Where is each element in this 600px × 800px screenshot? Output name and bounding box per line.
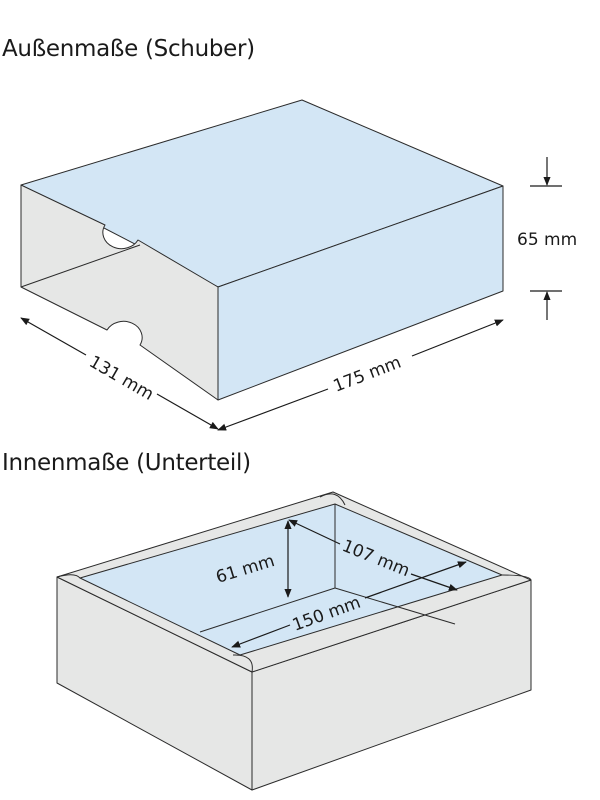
inner-depth-dimension <box>288 519 458 591</box>
tray-inner-floor-edge <box>334 587 456 625</box>
inner-dimensions-title: Innenmaße (Unterteil) <box>2 450 251 476</box>
tray-inner-floor-edge <box>199 587 336 633</box>
outer-width-label: 175 mm <box>331 353 404 397</box>
outer-depth-label: 131 mm <box>86 352 157 405</box>
outer-depth-dimension <box>20 317 219 430</box>
outer-width-dimension <box>217 319 504 431</box>
inner-width-dimension <box>231 561 467 648</box>
outer-dimensions-title: Außenmaße (Schuber) <box>2 36 255 62</box>
tray-rim-corner <box>501 574 532 581</box>
tray-rim-corner <box>319 493 346 506</box>
tray-rim-corner <box>56 574 81 579</box>
outer-height-dimension <box>530 157 562 320</box>
tray-rim-corner <box>232 654 253 673</box>
slipcase-open-side <box>20 184 219 401</box>
outer-height-label: 65 mm <box>517 230 577 250</box>
slipcase-inner-edge <box>20 244 141 288</box>
tray-box <box>56 491 532 791</box>
slipcase-box <box>20 99 504 401</box>
